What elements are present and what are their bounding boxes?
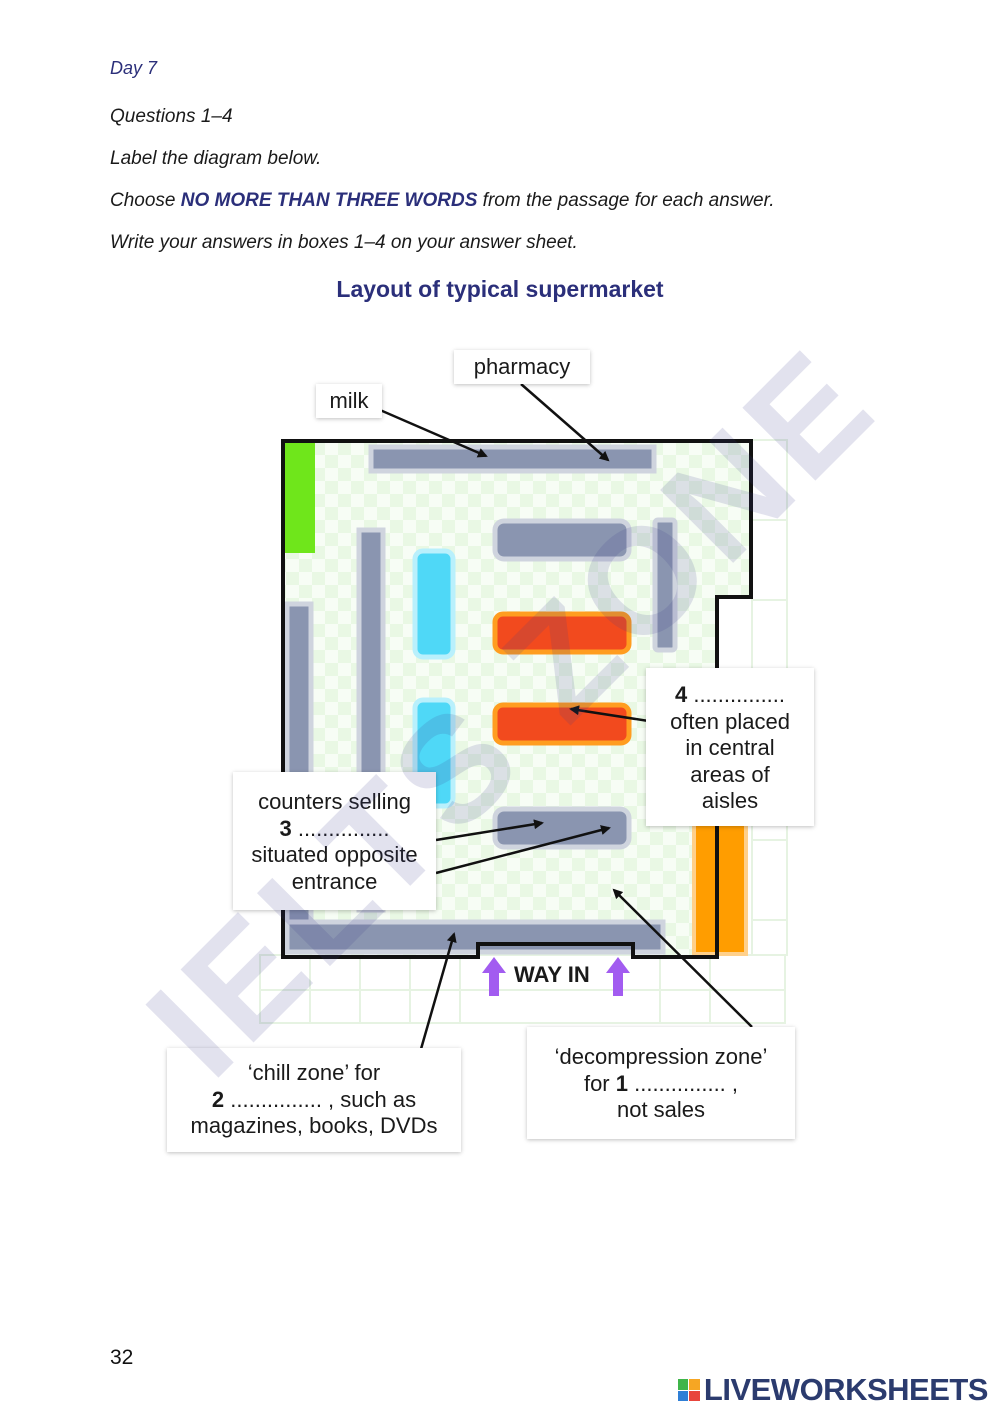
question-3-box: counters selling 3 ............... situa… bbox=[233, 772, 436, 910]
question-2-number: 2 bbox=[211, 1086, 225, 1112]
central-promo-shelves bbox=[492, 611, 632, 746]
question-3-line-1: counters selling bbox=[258, 789, 411, 814]
question-3-number: 3 bbox=[279, 815, 292, 841]
question-1-number: 1 bbox=[615, 1070, 628, 1096]
shelves bbox=[284, 444, 678, 955]
question-2-answer-line: 2 ............... , such as bbox=[167, 1087, 461, 1114]
question-4-answer-line: 4 ............... bbox=[646, 682, 814, 709]
orange-zone bbox=[692, 820, 748, 956]
question-4-box: 4 ............... often placed in centra… bbox=[646, 668, 814, 826]
instruction-words-bold: NO MORE THAN THREE WORDS bbox=[180, 190, 478, 211]
questions-heading: Questions 1–4 bbox=[110, 106, 233, 127]
question-2-box: ‘chill zone’ for 2 ............... , suc… bbox=[167, 1048, 461, 1152]
bottom-shelf bbox=[284, 919, 666, 955]
question-3-line-3: situated opposite bbox=[251, 842, 418, 867]
milk-label: milk bbox=[316, 384, 382, 418]
pointer-arrows bbox=[379, 383, 753, 1050]
central-shelf-top bbox=[492, 518, 632, 562]
question-1-answer-line: for 1 ............... , bbox=[527, 1071, 795, 1098]
instruction-words-pre: Choose bbox=[110, 190, 181, 211]
way-in-label: WAY IN bbox=[514, 962, 590, 987]
question-3-answer-blank[interactable]: ............... bbox=[291, 815, 390, 841]
question-4-answer-blank[interactable]: ............... bbox=[687, 682, 786, 707]
question-4-number: 4 bbox=[674, 682, 688, 707]
liveworksheets-logo: LIVEWORKSHEETS bbox=[677, 1372, 989, 1408]
liveworksheets-wordmark: LIVEWORKSHEETS bbox=[703, 1372, 989, 1407]
instruction-words: Choose NO MORE THAN THREE WORDS from the… bbox=[110, 190, 775, 212]
question-1-box: ‘decompression zone’ for 1 .............… bbox=[527, 1027, 795, 1139]
day-label: Day 7 bbox=[110, 58, 158, 78]
question-4-line-4: areas of bbox=[690, 761, 770, 787]
liveworksheets-icon bbox=[677, 1379, 700, 1401]
question-1-line-1: ‘decompression zone’ bbox=[554, 1044, 768, 1069]
question-1-line-3: not sales bbox=[616, 1097, 706, 1122]
question-4-line-3: in central bbox=[685, 735, 775, 760]
question-2-line-1: ‘chill zone’ for bbox=[247, 1060, 381, 1085]
question-2-line-3: magazines, books, DVDs bbox=[190, 1113, 438, 1138]
page-number: 32 bbox=[110, 1346, 134, 1369]
store-walls bbox=[281, 439, 753, 959]
green-zone bbox=[285, 443, 315, 553]
diagram-title: Layout of typical supermarket bbox=[336, 276, 664, 302]
way-in-arrows bbox=[482, 957, 630, 996]
question-1-pre: for bbox=[583, 1070, 616, 1096]
pharmacy-label: pharmacy bbox=[454, 350, 590, 384]
instruction-label: Label the diagram below. bbox=[110, 148, 322, 169]
right-shelf bbox=[652, 517, 678, 653]
question-4-line-5: aisles bbox=[701, 788, 759, 813]
question-3-line-4: entrance bbox=[291, 868, 378, 894]
question-3-answer-line: 3 ............... bbox=[233, 816, 436, 843]
question-1-answer-blank[interactable]: ............... , bbox=[628, 1070, 739, 1096]
instruction-answer-sheet: Write your answers in boxes 1–4 on your … bbox=[110, 232, 578, 253]
central-shelf-bottom bbox=[492, 806, 632, 850]
top-shelf bbox=[368, 444, 657, 474]
question-2-answer-blank[interactable]: ............... , such as bbox=[224, 1086, 417, 1112]
question-4-line-2: often placed bbox=[670, 708, 790, 734]
instruction-words-post: from the passage for each answer. bbox=[477, 190, 775, 211]
